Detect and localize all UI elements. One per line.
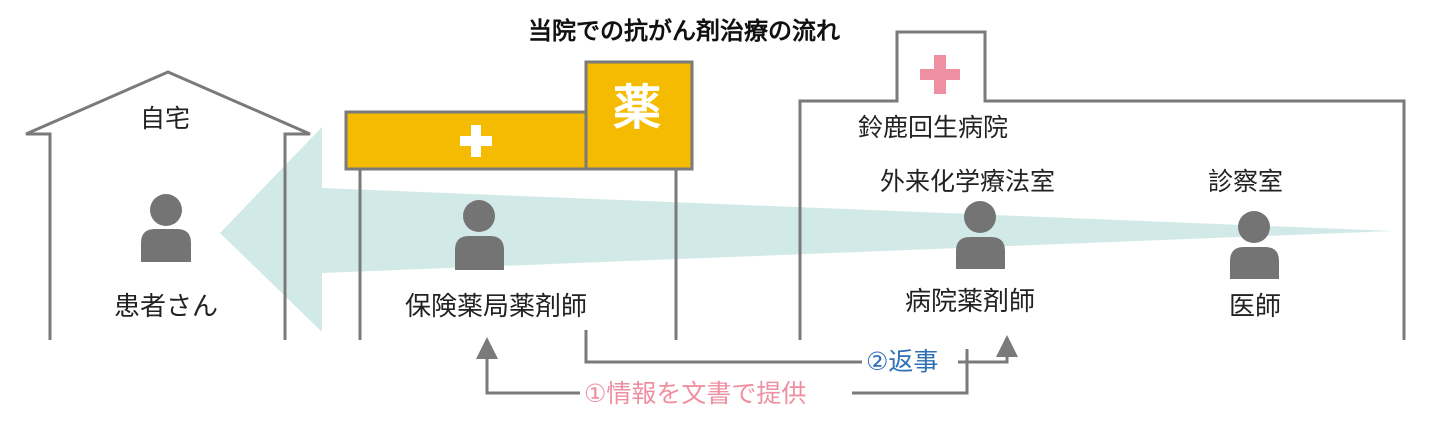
hospital-pharmacist-label: 病院薬剤師 — [905, 287, 1036, 317]
exam-room-label: 診察室 — [1208, 167, 1284, 196]
hospital-cross-icon — [920, 55, 960, 94]
flow-arrow — [220, 127, 1393, 332]
pharmacy-cross-icon — [460, 125, 492, 157]
chemo-room-label: 外来化学療法室 — [880, 167, 1056, 196]
patient-person-icon — [141, 194, 191, 262]
home-label: 自宅 — [140, 104, 191, 133]
patient-label: 患者さん — [114, 292, 219, 322]
doctor-person-icon — [1230, 211, 1279, 279]
hospital-name: 鈴鹿回生病院 — [858, 113, 1009, 142]
step2-label-bg — [862, 347, 958, 377]
step1-label: ①情報を文書で提供 — [584, 379, 807, 408]
doctor-label: 医師 — [1229, 292, 1282, 322]
hospital-outline — [798, 30, 1406, 340]
step2-arrowhead — [996, 335, 1018, 357]
step2-label: ②返事 — [866, 347, 939, 376]
pharmacy-sign-text: 薬 — [613, 80, 662, 136]
step1-label-bg — [580, 378, 852, 410]
house-outline — [25, 70, 311, 340]
diagram-title: 当院での抗がん剤治療の流れ — [528, 17, 840, 45]
step1-arrowhead — [476, 337, 498, 359]
pharmacy-pharmacist-person-icon — [455, 200, 504, 270]
pharmacy-pharmacist-label: 保険薬局薬剤師 — [405, 292, 588, 322]
pharmacy-sign-box — [584, 60, 694, 171]
hospital-pharmacist-person-icon — [956, 201, 1005, 269]
